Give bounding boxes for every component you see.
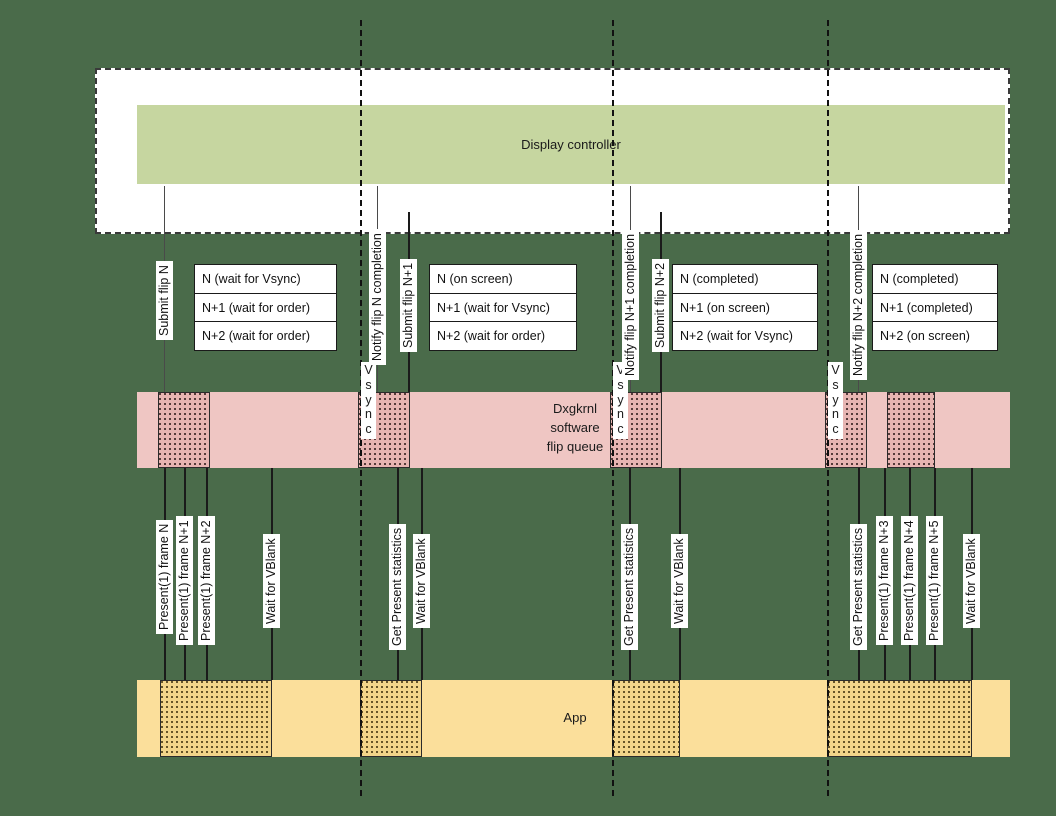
state-box-2-row-0: N (on screen) — [430, 265, 576, 294]
state-box-4-row-2: N+2 (on screen) — [880, 329, 970, 344]
callout-present-n: Present(1) frame N — [156, 519, 174, 634]
vsync-tag-1-char-3: n — [365, 407, 372, 422]
callout-get-stats-3: Get Present statistics — [850, 523, 868, 650]
state-box-1-row-0: N (wait for Vsync) — [195, 265, 336, 294]
display-controller-bar: Display controller — [137, 105, 1005, 184]
vsync-tag-3-char-3: n — [832, 407, 839, 422]
callout-present-n5: Present(1) frame N+5 — [926, 516, 944, 645]
display-controller-label: Display controller — [521, 137, 621, 152]
state-box-3-row-0: N (completed) — [673, 265, 817, 294]
state-box-1: N (wait for Vsync) N+1 (wait for order) … — [194, 264, 337, 351]
state-box-4-row-1: N+1 (completed) — [873, 294, 997, 323]
callout-get-stats-1: Get Present statistics — [389, 523, 407, 650]
vsync-tag-3-char-2: y — [832, 392, 839, 407]
callout-present-n3: Present(1) frame N+3 — [876, 516, 894, 645]
callout-wait-vblank-4: Wait for VBlank — [963, 534, 981, 628]
state-box-4-row-0: N (completed) — [873, 265, 997, 294]
callout-notify-flip-n1: Notify flip N+1 completion — [622, 229, 640, 380]
vsync-tag-1-char-0: V — [364, 363, 373, 377]
vsync-tag-1-char-4: c — [365, 422, 372, 436]
state-box-1-row-2: N+2 (wait for order) — [202, 329, 311, 344]
state-box-3-row-1: N+1 (on screen) — [673, 294, 817, 323]
vsync-tag-3-char-0: V — [831, 363, 840, 377]
vsync-tag-2-char-0: V — [616, 363, 625, 377]
vsync-tag-3-char-4: c — [832, 422, 839, 436]
state-box-2: N (on screen) N+1 (wait for Vsync) N+2 (… — [429, 264, 577, 351]
callout-get-stats-2: Get Present statistics — [621, 523, 639, 650]
vsync-tag-1-char-2: y — [365, 392, 372, 407]
callout-present-n1: Present(1) frame N+1 — [176, 516, 194, 645]
app-busy-block-4 — [827, 680, 972, 757]
dxgkrnl-lane — [137, 392, 1010, 468]
app-busy-block-2 — [360, 680, 422, 757]
app-busy-block-1 — [160, 680, 272, 757]
callout-submit-flip-n2: Submit flip N+2 — [652, 258, 670, 352]
callout-present-n2: Present(1) frame N+2 — [198, 516, 216, 645]
state-box-3-row-2: N+2 (wait for Vsync) — [680, 329, 793, 344]
vsync-tag-2-char-3: n — [617, 407, 624, 422]
vsync-tag-2-char-4: c — [617, 422, 624, 436]
callout-wait-vblank-3: Wait for VBlank — [671, 534, 689, 628]
state-box-2-row-2: N+2 (wait for order) — [437, 329, 546, 344]
vsync-tag-2-char-1: s — [617, 377, 624, 392]
callout-wait-vblank-2: Wait for VBlank — [413, 534, 431, 628]
app-busy-block-3 — [612, 680, 680, 757]
state-box-4: N (completed) N+1 (completed) N+2 (on sc… — [872, 264, 998, 351]
vsync-tag-1-char-1: s — [365, 377, 372, 392]
callout-wait-vblank-1: Wait for VBlank — [263, 534, 281, 628]
dxgkrnl-busy-block-5 — [887, 392, 935, 468]
dxgkrnl-busy-block-1 — [158, 392, 210, 468]
state-box-2-row-1: N+1 (wait for Vsync) — [430, 294, 576, 323]
vsync-tag-2-char-2: y — [617, 392, 624, 407]
callout-present-n4: Present(1) frame N+4 — [901, 516, 919, 645]
callout-submit-flip-n: Submit flip N — [156, 261, 174, 340]
callout-notify-flip-n: Notify flip N completion — [369, 229, 387, 365]
vsync-tag-2: V s y n c — [613, 362, 628, 439]
state-box-3: N (completed) N+1 (on screen) N+2 (wait … — [672, 264, 818, 351]
callout-notify-flip-n2: Notify flip N+2 completion — [850, 229, 868, 380]
vsync-tag-3: V s y n c — [828, 362, 843, 439]
vsync-tag-1: V s y n c — [361, 362, 376, 439]
callout-submit-flip-n1: Submit flip N+1 — [400, 258, 418, 352]
vsync-tag-3-char-1: s — [832, 377, 839, 392]
state-box-1-row-1: N+1 (wait for order) — [195, 294, 336, 323]
